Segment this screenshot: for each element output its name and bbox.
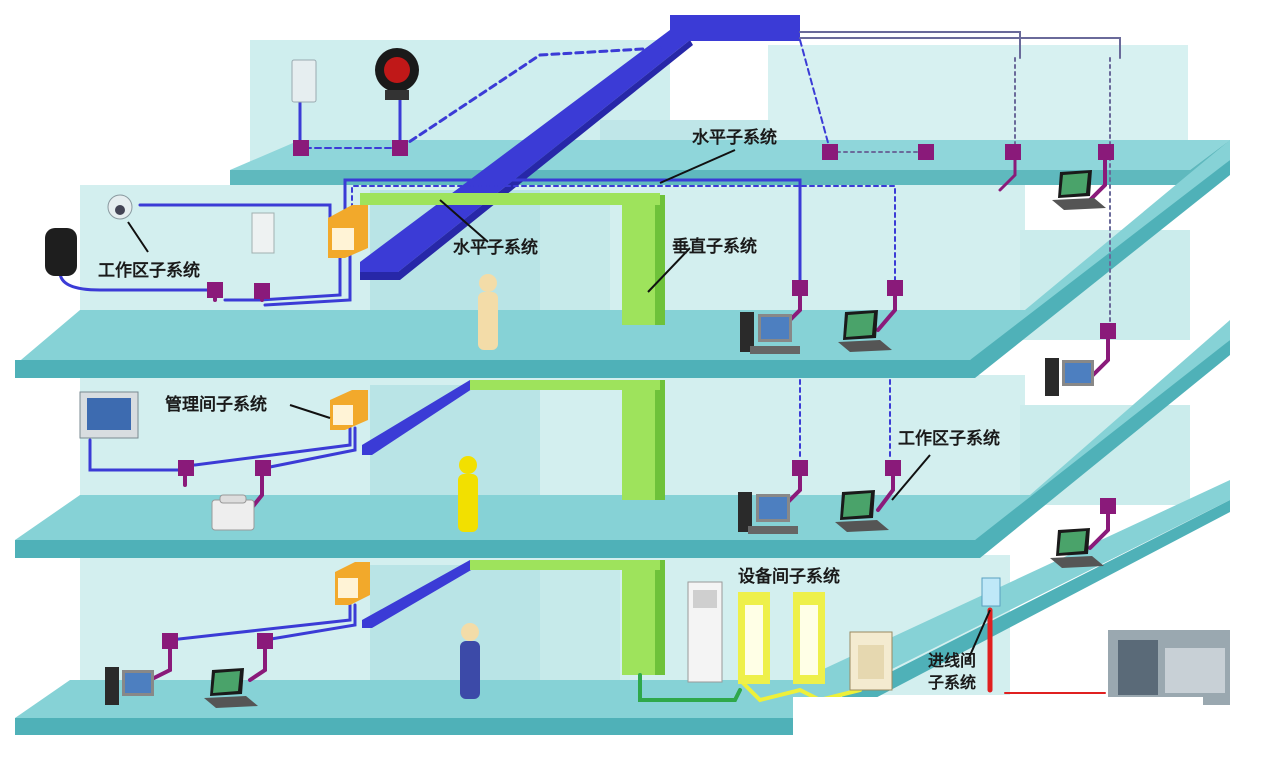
distribution-box-icon (849, 631, 893, 691)
horizontal-cable-trays (360, 15, 800, 628)
building-icon (1108, 630, 1230, 705)
laptop-icon (204, 668, 258, 708)
outlets (162, 140, 1116, 649)
laptop-icon (1052, 170, 1106, 210)
cylinder-speaker-icon (45, 228, 77, 276)
laptop-icon (835, 490, 889, 532)
wall-panel-icon (251, 212, 275, 254)
desktop-computer-icon (105, 667, 154, 705)
laptop-icon (838, 310, 892, 352)
person-icon (460, 623, 480, 699)
label-horizontal-top: 水平子系统 (692, 127, 777, 148)
label-entrance-1: 进线间 (928, 651, 976, 670)
label-entrance-2: 子系统 (928, 673, 976, 692)
label-equipment: 设备间子系统 (738, 566, 840, 587)
labels (127, 149, 991, 661)
management-boxes (328, 205, 370, 605)
monitor-icon (79, 391, 139, 439)
vertical-riser (360, 193, 665, 675)
air-conditioner-icon (687, 581, 723, 683)
label-work-area-left: 工作区子系统 (98, 260, 200, 281)
person-icon (478, 274, 498, 350)
label-management: 管理间子系统 (165, 394, 267, 415)
laptop-icon (1050, 528, 1104, 568)
label-horizontal-mid: 水平子系统 (453, 237, 538, 258)
equipment-cabinet-icon (738, 592, 770, 684)
phone-icon (211, 494, 255, 531)
speaker-icon (291, 59, 317, 103)
person-icon (458, 456, 478, 532)
entrance-device-icon (981, 577, 1001, 607)
devices (45, 48, 1230, 708)
equipment-cabinet-icon (793, 592, 825, 684)
desktop-computer-icon (740, 312, 800, 354)
caption-blank (793, 697, 1203, 765)
desktop-computer-icon (738, 492, 798, 534)
label-vertical: 垂直子系统 (672, 236, 757, 257)
label-work-area-right: 工作区子系统 (898, 428, 1000, 449)
desktop-computer-icon (1045, 358, 1094, 396)
